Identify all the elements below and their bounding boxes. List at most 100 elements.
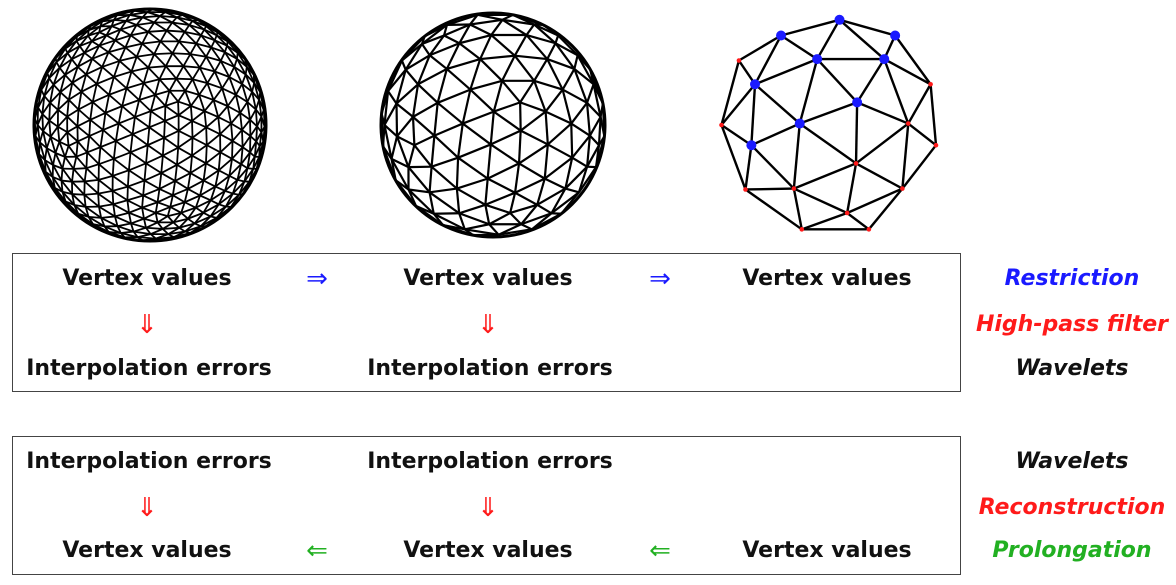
mesh-edge [446, 13, 478, 26]
mesh-edge [59, 74, 66, 93]
mesh-edge [801, 211, 848, 231]
mesh-edge [75, 40, 81, 47]
mesh-edge [210, 190, 226, 202]
mesh-edge [744, 145, 753, 190]
mesh-edge [141, 206, 157, 214]
mesh-edge [52, 164, 63, 181]
mesh-edge [112, 204, 116, 217]
mesh-edge [60, 168, 64, 181]
mesh-edge [145, 145, 149, 164]
mesh-edge [87, 31, 100, 37]
mesh-edge [178, 218, 189, 229]
mesh-edge [156, 188, 161, 203]
mesh-edge [147, 66, 161, 80]
mesh-edge [125, 71, 133, 89]
mesh-edge [77, 108, 91, 121]
mesh-edge [74, 204, 86, 208]
mesh-edge [112, 190, 128, 202]
mesh-edge [162, 221, 174, 230]
mesh-edge [586, 102, 602, 118]
mesh-edge [243, 168, 249, 182]
mesh-edge [206, 133, 221, 146]
mesh-edge [189, 155, 193, 174]
mesh-edge [217, 105, 229, 118]
mesh-edge [88, 135, 102, 148]
mesh-edge [396, 116, 414, 138]
mesh-edge [228, 175, 238, 181]
mesh-edge [92, 93, 110, 103]
mesh-edge [114, 29, 122, 41]
mesh-edge [192, 78, 208, 84]
mesh-edge [59, 58, 73, 69]
mesh-edge [48, 77, 55, 86]
mesh-edge [54, 141, 61, 154]
mesh-edge [246, 101, 251, 120]
mesh-edge [738, 34, 782, 62]
mesh-edge [184, 194, 201, 204]
mesh-edge [187, 179, 205, 190]
mesh-edge [41, 113, 50, 122]
mesh-edge [585, 102, 592, 136]
mesh-edge [189, 53, 201, 69]
mesh-edge [172, 194, 186, 204]
mesh-edge [112, 169, 130, 177]
bottom-down-arrow-1: ⇓ [136, 493, 158, 523]
mesh-edge [493, 110, 522, 132]
mesh-edge [169, 206, 182, 214]
mesh-edge [199, 194, 212, 202]
mesh-edge [387, 68, 407, 92]
mesh-edge [455, 157, 460, 189]
mesh-edge [856, 58, 886, 103]
mesh-edge [114, 211, 130, 218]
mesh-edge [85, 66, 103, 76]
mesh-edge [187, 217, 196, 225]
mesh-edge [77, 91, 83, 110]
mesh-edge [43, 77, 50, 97]
mesh-edge [76, 151, 88, 158]
mesh-edge [240, 151, 251, 165]
mesh-edge [111, 158, 115, 176]
mesh-edge [73, 167, 87, 170]
mesh-edge [60, 180, 73, 195]
mesh-edge [57, 109, 68, 118]
mesh-edge [597, 116, 602, 146]
mesh-edge [165, 21, 173, 32]
mesh-edge [177, 130, 180, 148]
mesh-edge [142, 180, 146, 196]
mesh-edge [148, 29, 167, 33]
mesh-edge [236, 163, 242, 181]
mesh-edge [199, 56, 207, 69]
mesh-edge [461, 89, 472, 124]
mesh-edge [66, 131, 79, 143]
mesh-edge [846, 212, 870, 231]
mesh-edge [544, 156, 573, 180]
mesh-edge [89, 112, 106, 121]
mesh-edge [120, 230, 134, 234]
mesh-edge [225, 194, 240, 208]
mesh-edge [239, 101, 249, 114]
mesh-edge [114, 216, 119, 227]
mesh-edge [77, 212, 94, 225]
mesh-edge [41, 102, 51, 115]
mesh-edge [193, 212, 205, 225]
mesh-edge [416, 54, 431, 85]
mesh-edge [501, 55, 516, 82]
mesh-edge [164, 120, 180, 132]
mesh-edge [182, 53, 192, 67]
mesh-edge [845, 163, 858, 214]
mesh-edge [816, 58, 859, 104]
mesh-edge [184, 31, 197, 45]
mesh-edge [157, 215, 169, 224]
mesh-edge [58, 140, 69, 147]
mesh-edge [84, 206, 90, 218]
mesh-edge [224, 179, 239, 192]
mesh-edge [249, 125, 258, 137]
mesh-edge [149, 94, 157, 112]
mesh-edge [417, 83, 439, 104]
mesh-edge [48, 109, 59, 122]
mesh-edge [219, 60, 231, 78]
mesh-edge [67, 45, 81, 54]
mesh-edge [134, 110, 152, 118]
mesh-edge [131, 116, 136, 135]
mesh-edge [480, 54, 515, 61]
